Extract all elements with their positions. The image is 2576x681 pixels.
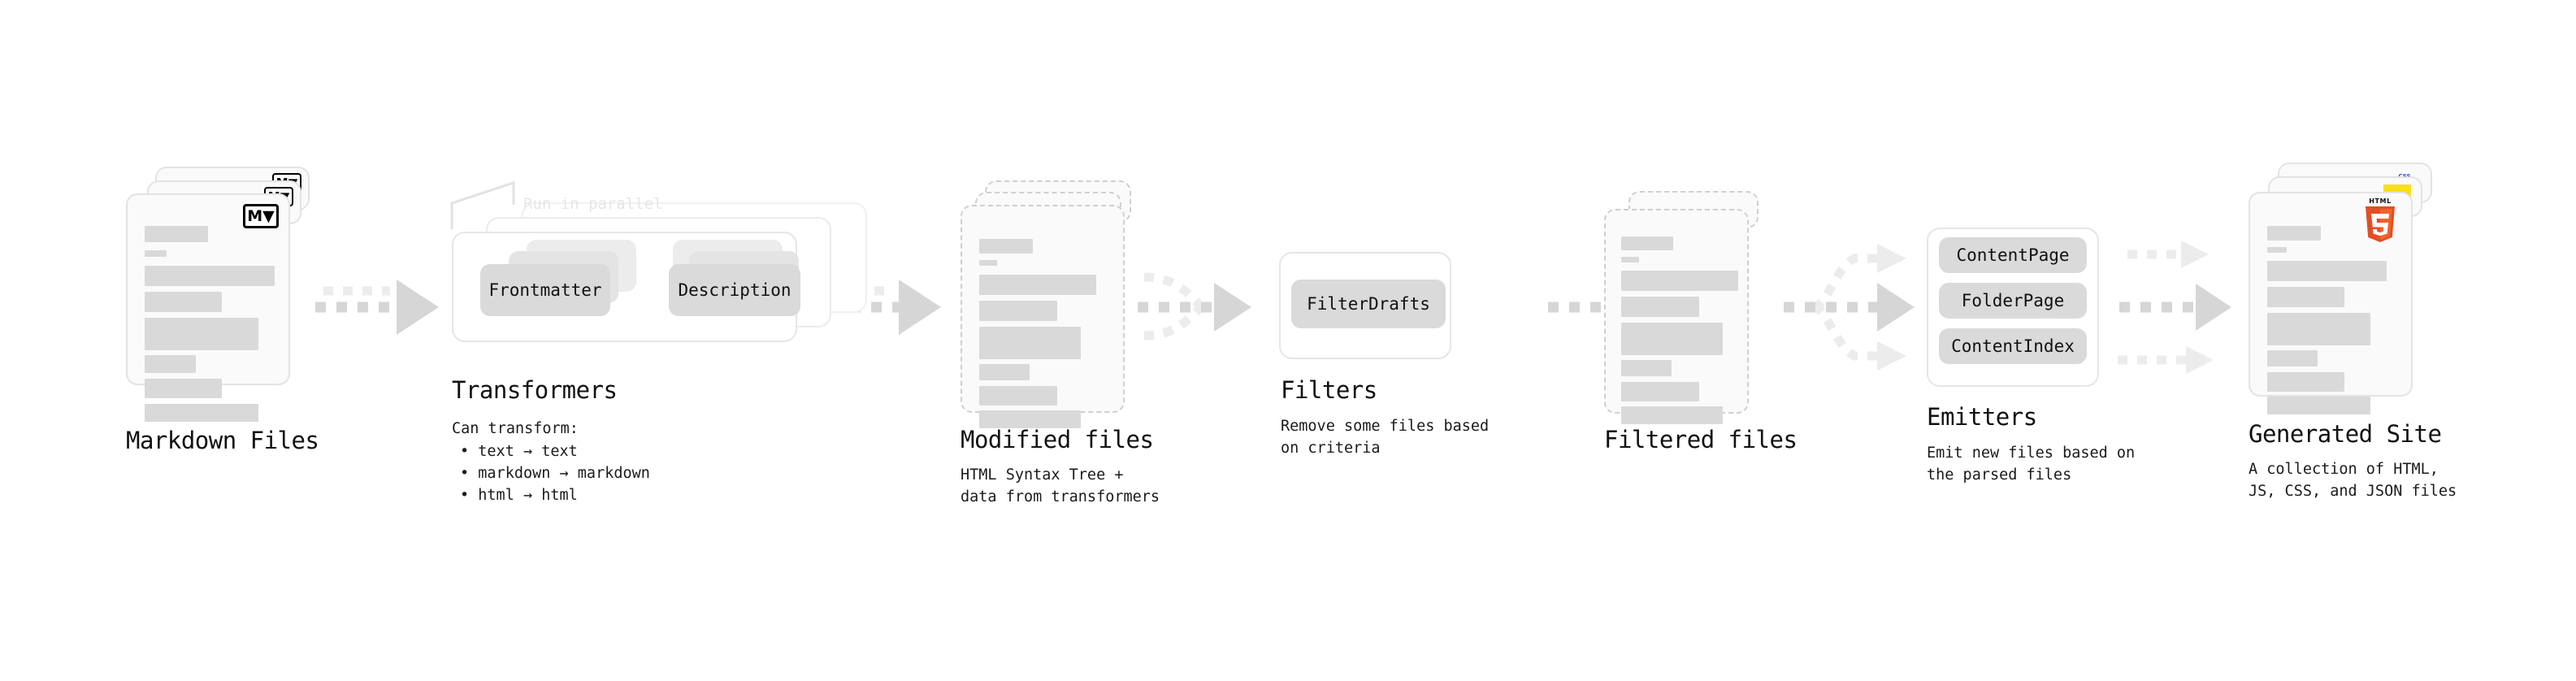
folderpage-chip[interactable]: FolderPage xyxy=(1939,283,2087,319)
skeleton-line xyxy=(979,275,1096,295)
skeleton-line xyxy=(979,364,1030,380)
stage-generated-site: CSS HTML xyxy=(2249,163,2432,414)
skeleton-line xyxy=(145,266,275,286)
skeleton-line xyxy=(1621,257,1639,262)
skeleton-line xyxy=(145,226,208,242)
html5-shield-icon xyxy=(2366,206,2395,242)
skeleton-line xyxy=(145,355,196,373)
arrow-markdown-to-transformers xyxy=(315,280,439,335)
modified-files-subtitle: HTML Syntax Tree + data from transformer… xyxy=(961,466,1160,505)
bullet-text: markdown → markdown xyxy=(478,465,650,482)
skeleton-line xyxy=(979,260,997,266)
skeleton-line xyxy=(1621,360,1672,376)
modified-card-front xyxy=(961,205,1125,428)
skeleton-line xyxy=(2267,247,2287,253)
stage-title-emitters: Emitters xyxy=(1927,403,2037,431)
markdown-icon: M▼ xyxy=(243,204,279,228)
skeleton-line xyxy=(2267,261,2387,281)
bullet-text: text → text xyxy=(478,443,578,460)
stage-filtered-files xyxy=(1604,191,1759,424)
html5-icon-label: HTML xyxy=(2369,197,2392,205)
filters-subtitle: Remove some files based on criteria xyxy=(1281,418,1490,457)
skeleton-line xyxy=(145,318,258,350)
filtered-card-front xyxy=(1604,209,1749,424)
skeleton-line xyxy=(1621,297,1699,317)
skeleton-line xyxy=(145,250,167,257)
transformers-bullet-2: • html → html xyxy=(460,487,578,504)
skeleton-line xyxy=(979,386,1057,406)
run-in-parallel-label: Run in parallel xyxy=(523,195,663,213)
frontmatter-chip[interactable]: Frontmatter xyxy=(480,264,610,316)
skeleton-line xyxy=(979,301,1057,321)
markdown-card-front: M▼ xyxy=(126,193,290,422)
skeleton-line xyxy=(145,379,222,398)
skeleton-line xyxy=(1621,382,1699,401)
stage-title-markdown-files: Markdown Files xyxy=(126,427,319,454)
skeleton-line xyxy=(2267,397,2370,414)
skeleton-line xyxy=(2267,350,2318,367)
html5-icon: HTML xyxy=(2361,198,2400,242)
skeleton-line xyxy=(145,404,258,422)
arrow-modified-to-filters xyxy=(1138,272,1251,340)
contentpage-chip[interactable]: ContentPage xyxy=(1939,237,2087,273)
skeleton-line xyxy=(1621,323,1723,355)
skeleton-line xyxy=(979,239,1033,254)
skeleton-line xyxy=(2267,313,2370,345)
skeleton-line xyxy=(1621,236,1673,250)
skeleton-line xyxy=(145,292,222,312)
skeleton-line xyxy=(1621,406,1723,424)
generated-site-subtitle: A collection of HTML, JS, CSS, and JSON … xyxy=(2249,461,2457,500)
stage-title-modified-files: Modified files xyxy=(961,426,1154,453)
bullet-text: html → html xyxy=(478,487,578,504)
transformers-subtitle: Can transform: xyxy=(452,420,579,437)
skeleton-line xyxy=(2267,226,2321,241)
skeleton-line xyxy=(979,410,1081,428)
arrow-filtered-to-emitters xyxy=(1784,244,1915,371)
skeleton-line xyxy=(979,327,1081,359)
transformers-bullet-0: • text → text xyxy=(460,443,578,460)
stage-title-filtered-files: Filtered files xyxy=(1604,426,1798,453)
stage-title-generated-site: Generated Site xyxy=(2249,420,2442,448)
stage-markdown-files: M▼ M▼ M▼ xyxy=(126,167,310,422)
site-card-front: HTML xyxy=(2249,192,2413,414)
stage-modified-files xyxy=(961,180,1131,428)
stage-title-filters: Filters xyxy=(1281,376,1377,404)
skeleton-line xyxy=(2267,372,2344,392)
skeleton-line xyxy=(1621,271,1738,291)
description-chip[interactable]: Description xyxy=(669,264,800,316)
stage-title-transformers: Transformers xyxy=(452,376,618,404)
filterdrafts-chip[interactable]: FilterDrafts xyxy=(1291,280,1446,328)
skeleton-line xyxy=(2267,287,2344,307)
arrow-emitters-to-site xyxy=(2118,241,2231,374)
transformers-bullet-1: • markdown → markdown xyxy=(460,465,650,482)
emitters-subtitle: Emit new files based on the parsed files xyxy=(1927,445,2136,484)
contentindex-chip[interactable]: ContentIndex xyxy=(1939,328,2087,364)
